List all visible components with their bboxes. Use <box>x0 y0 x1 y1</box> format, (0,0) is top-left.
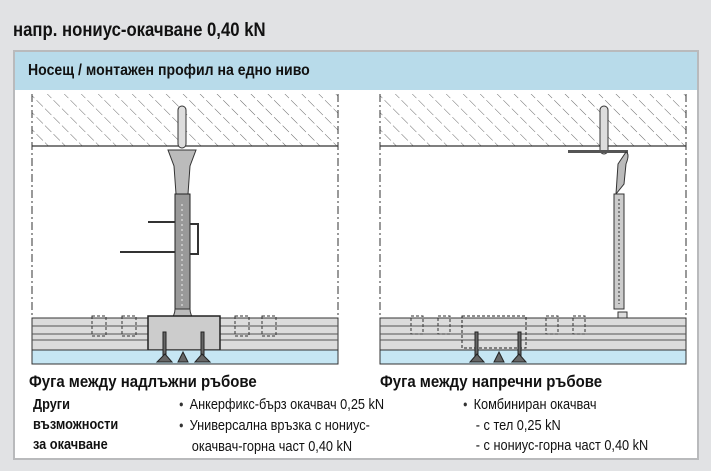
right-options-list: Комбиниран окачвач - с тел 0,25 kN - с н… <box>463 395 649 456</box>
profile-rails <box>31 315 339 351</box>
list-item: - с нониус-горна част 0,40 kN <box>475 437 649 454</box>
list-item: окачвач-горна част 0,40 kN <box>191 438 353 455</box>
list-item: Комбиниран окачвач <box>463 395 648 416</box>
right-diagram-caption: Фуга между напречни ръбове <box>380 372 603 391</box>
section-header-bar: Носещ / монтажен профил на едно ниво <box>15 52 697 90</box>
content-panel: Носещ / монтажен профил на едно ниво <box>13 50 699 460</box>
section-header: Носещ / монтажен профил на едно ниво <box>28 62 310 79</box>
page-title: напр. нониус-окачване 0,40 kN <box>13 20 266 41</box>
list-item: Универсална връзка с нониус- <box>179 416 384 437</box>
left-options-list: Анкерфикс-бърз окачвач 0,25 kN Универсал… <box>179 395 385 457</box>
list-item: Анкерфикс-бърз окачвач 0,25 kN <box>179 395 385 416</box>
list-item: - с тел 0,25 kN <box>475 417 561 434</box>
screws <box>468 331 528 363</box>
other-options-label: Други възможности за окачване <box>33 395 118 455</box>
label-line: за окачване <box>33 436 108 453</box>
left-diagram-caption: Фуга между надлъжни ръбове <box>29 372 257 391</box>
label-line: възможности <box>33 416 119 433</box>
screws <box>155 331 212 363</box>
label-line: Други <box>33 396 70 413</box>
profile-rails <box>379 315 687 351</box>
longitudinal-joint-diagram <box>31 94 339 365</box>
transverse-joint-diagram <box>379 94 687 365</box>
plasterboard <box>379 349 687 365</box>
concrete-ceiling <box>380 94 686 146</box>
